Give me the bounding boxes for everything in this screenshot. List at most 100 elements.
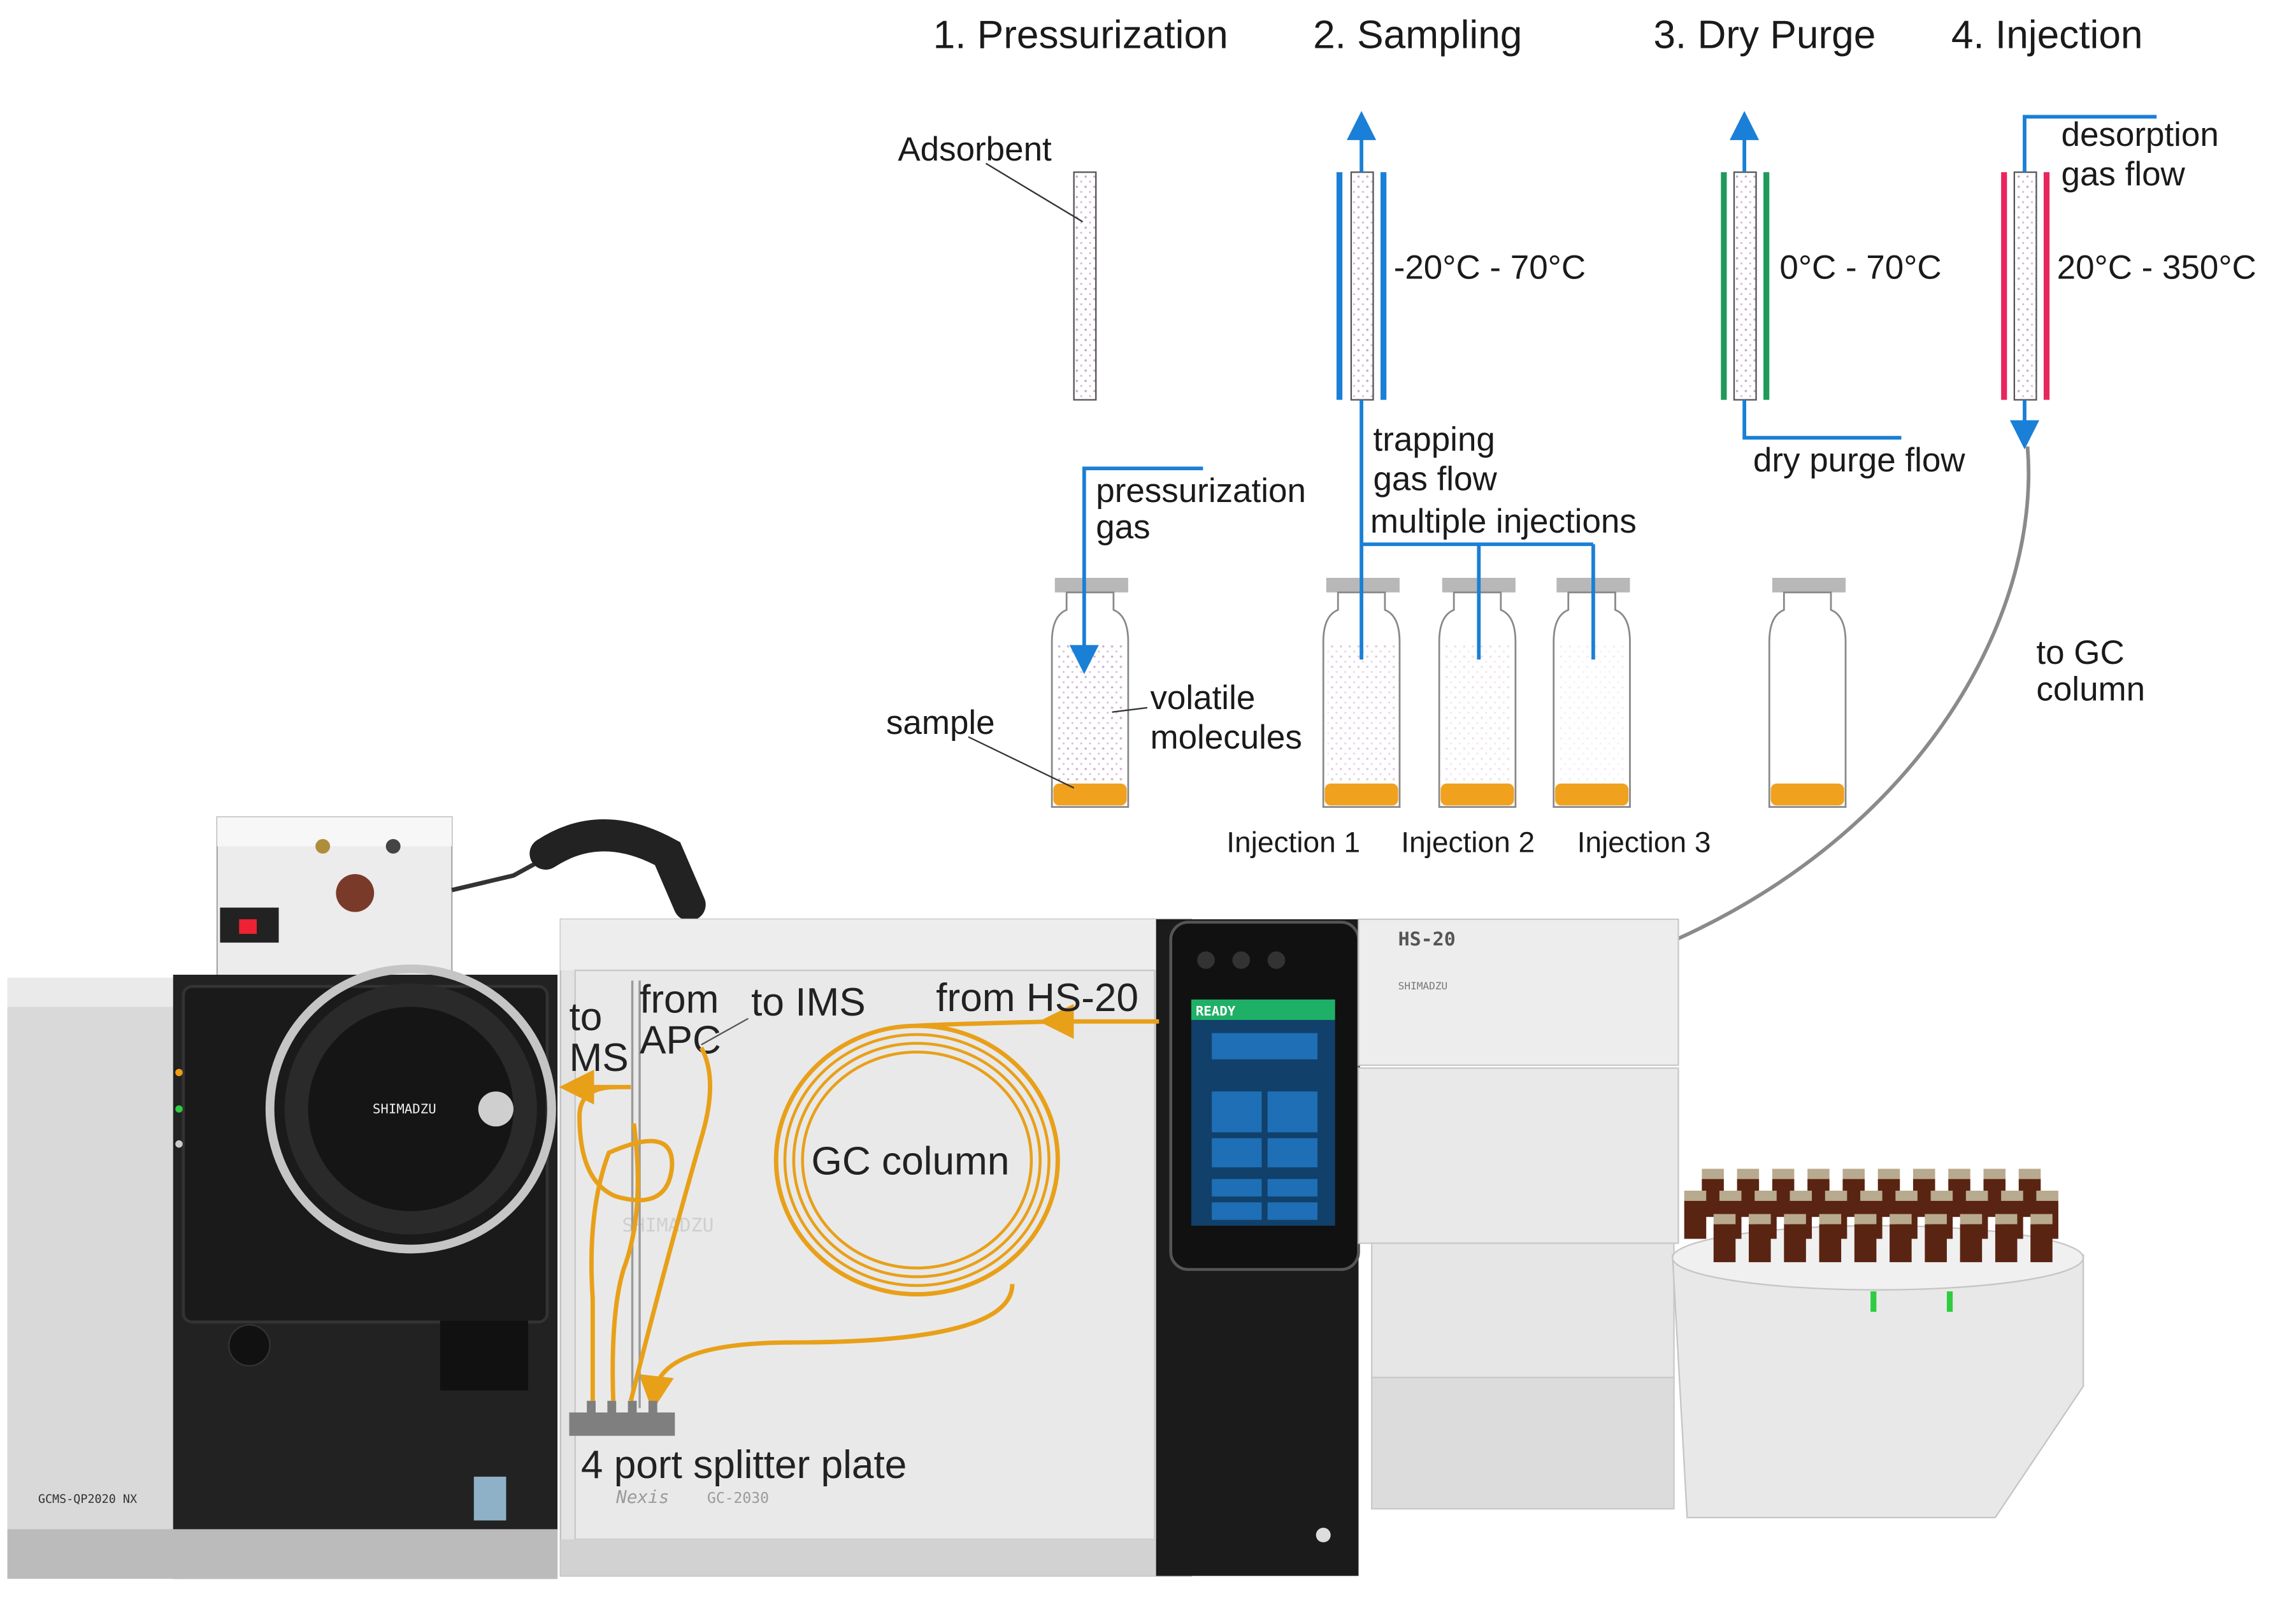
tray-vial-cap (2001, 1190, 2023, 1201)
tray-vial-cap (2036, 1190, 2058, 1201)
dry-purge-temp-label: 0°C - 70°C (1779, 249, 1941, 287)
tray-vial-cap (2018, 1168, 2041, 1179)
tray-vial (2030, 1224, 2053, 1263)
to-ms-label-line1: to (570, 995, 603, 1039)
pressurization-label-line2: gas (1096, 508, 1150, 546)
tray-vial (1684, 1200, 1707, 1239)
column-to-splitter-line (638, 1284, 1015, 1411)
tray-vial-cap (1965, 1190, 1988, 1201)
pressurization-label-line1: pressurization (1096, 472, 1306, 510)
from-apc-line (610, 1123, 640, 1401)
to-ms-line (577, 1084, 675, 1401)
tray-vial-cap (1930, 1190, 1953, 1201)
tray-vial-cap (1754, 1190, 1777, 1201)
tray-vial-cap (1719, 1190, 1742, 1201)
ms-model-text: GCMS-QP2020 NX (38, 1493, 137, 1506)
tray-vial-cap (1737, 1168, 1760, 1179)
tray-vial-cap (1702, 1168, 1724, 1179)
trapping-label-line2: gas flow (1373, 461, 1497, 498)
multiple-injections-label: multiple injections (1370, 503, 1637, 540)
tray-vial-cap (1790, 1190, 1812, 1201)
tray-vial-cap (2030, 1214, 2053, 1224)
tray-vial-cap (1807, 1168, 1830, 1179)
to-gc-label-line2: column (2036, 671, 2145, 708)
injection-2-label: Injection 2 (1401, 826, 1535, 859)
adsorbent-leader (985, 162, 1084, 223)
injection-1-label: Injection 1 (1226, 826, 1360, 859)
tray-vial (1854, 1224, 1877, 1263)
pressurization-gas-line (1069, 466, 1203, 675)
desorption-flow-in-line (2023, 115, 2157, 173)
vial-depleted (1768, 577, 1847, 808)
adsorbent-tube (1073, 171, 1097, 401)
injection-temp-label: 20°C - 350°C (2057, 249, 2257, 287)
hs20-vial-tray (1684, 1168, 2058, 1263)
dry-purge-flow-in-line (1742, 399, 1902, 440)
ms-brand-text: SHIMADZU (373, 1102, 436, 1117)
tray-vial-cap (1772, 1168, 1795, 1179)
from-hs20-label: from HS-20 (936, 976, 1138, 1020)
splitter-plate (569, 1412, 675, 1436)
step-heading-dry-purge: 3. Dry Purge (1653, 13, 1876, 57)
from-apc-label-line1: from (640, 978, 719, 1022)
tray-vial-cap (1877, 1168, 1900, 1179)
tray-vial-cap (1684, 1190, 1707, 1201)
adsorbent-label: Adsorbent (898, 131, 1052, 168)
dry-purge-flow-label: dry purge flow (1753, 441, 1965, 479)
tray-vial-cap (1860, 1190, 1883, 1201)
to-ims-line (628, 1046, 712, 1402)
hs20-autosampler (1358, 918, 2084, 1519)
tray-vial (1749, 1224, 1771, 1263)
tray-vial (1713, 1224, 1736, 1263)
splitter-label: 4 port splitter plate (581, 1443, 907, 1487)
vial-injection-2 (1438, 577, 1517, 808)
ms-instrument (7, 964, 558, 1579)
to-ims-label: to IMS (751, 980, 866, 1024)
volatile-label-line2: molecules (1150, 719, 1302, 756)
tray-vial-cap (1819, 1214, 1842, 1224)
volatile-leader (1112, 707, 1147, 713)
tray-vial-cap (1960, 1214, 1983, 1224)
dry-purge-tube (1721, 171, 1770, 401)
trapping-label-line1: trapping (1373, 421, 1495, 459)
tray-vial (1960, 1224, 1983, 1263)
tray-vial-cap (1890, 1214, 1912, 1224)
screen-status-text: READY (1196, 1003, 1236, 1019)
gc-column-coil (773, 1023, 1060, 1297)
tray-vial (1995, 1224, 2018, 1263)
tray-vial-cap (1925, 1214, 1947, 1224)
hs-brand-text: SHIMADZU (1398, 980, 1448, 992)
gc-name-text: Nexis (615, 1487, 669, 1507)
injection-tube (2001, 171, 2050, 401)
desorption-label-line2: gas flow (2062, 155, 2186, 193)
to-ims-leader (701, 1017, 749, 1045)
splitter-ports (587, 1400, 657, 1414)
tray-vial-cap (1895, 1190, 1918, 1201)
volatile-label-line1: volatile (1150, 679, 1255, 717)
tray-vial-cap (1995, 1214, 2018, 1224)
column-feed-line (917, 1019, 1057, 1028)
vial-injection-3 (1553, 577, 1631, 808)
tray-vial (1925, 1224, 1947, 1263)
tray-vial (1784, 1224, 1806, 1263)
tray-vial-cap (1983, 1168, 2006, 1179)
to-ms-label-line2: MS (570, 1036, 629, 1080)
sampling-temp-label: -20°C - 70°C (1394, 249, 1586, 287)
gc-model-text: GC-2030 (707, 1490, 769, 1507)
tray-vial-cap (1713, 1214, 1736, 1224)
tray-vial (1890, 1224, 1912, 1263)
to-gc-label-line1: to GC (2036, 634, 2124, 671)
tray-vial-cap (1912, 1168, 1935, 1179)
apc-module (216, 816, 706, 979)
step-heading-pressurization: 1. Pressurization (933, 13, 1228, 57)
injection-3-label: Injection 3 (1577, 826, 1711, 859)
tray-vial-cap (1784, 1214, 1806, 1224)
sample-label: sample (886, 704, 995, 742)
hs-model-text: HS-20 (1398, 928, 1456, 951)
step-heading-injection: 4. Injection (1951, 13, 2143, 57)
tray-vial-cap (1842, 1168, 1865, 1179)
tray-vial-cap (1825, 1190, 1848, 1201)
tray-vial-cap (1854, 1214, 1877, 1224)
tray-vial-cap (1749, 1214, 1771, 1224)
